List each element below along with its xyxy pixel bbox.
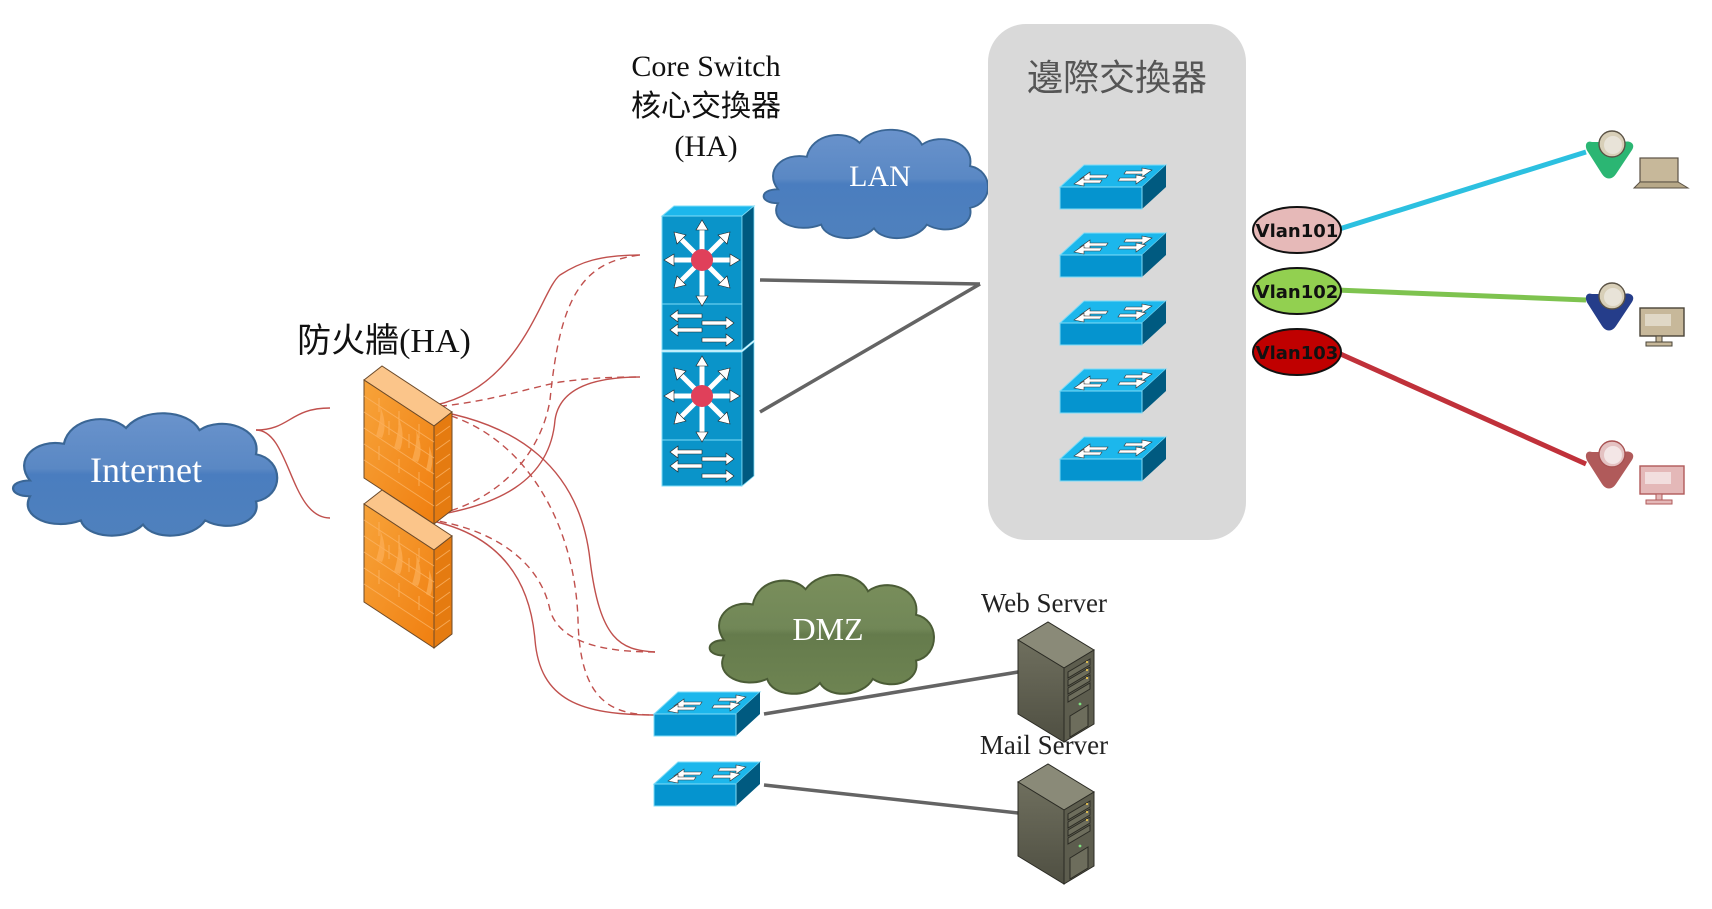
firewall-label: 防火牆(HA) [297,322,471,360]
dmz-switch-2 [653,761,761,807]
edge-switch-group-label: 邊際交換器 [1027,58,1207,99]
core-switch-1 [662,206,754,350]
internet-label: Internet [90,450,202,490]
firewall-links [255,254,656,716]
user-vlan102 [1585,282,1685,347]
link-vlan101-user [1335,149,1587,233]
link-core2-edge [759,282,981,414]
lan-label: LAN [849,160,911,193]
user-vlan101 [1585,130,1690,189]
vlan-102-badge: Vlan102 [1252,267,1342,315]
laptop-icon [1632,157,1690,189]
vlan-103-badge: Vlan103 [1252,328,1342,376]
firewall-links-dashed [415,254,656,716]
link-fw1-dmz2-dashed [415,407,656,716]
core-switch-label-line2: 核心交換器 [631,90,781,123]
vlan-links [1334,149,1588,467]
desktop-icon [1639,465,1685,505]
link-core1-edge [759,278,981,286]
edge-switch-group [988,24,1246,540]
vlan-101-label: Vlan101 [1256,221,1339,242]
vlan-101-badge: Vlan101 [1252,206,1342,254]
link-vlan103-user [1334,349,1588,467]
dmz-switch-1 [653,691,761,737]
mail-server-label: Mail Server [980,730,1108,760]
desktop-icon [1639,307,1685,347]
link-fw2-core1-dashed [415,254,641,519]
link-fw1-dmz1 [415,407,656,653]
uplinks [759,278,1019,815]
link-fw2-dmz1-dashed [415,517,656,653]
dmz-label: DMZ [792,611,863,647]
mail-server [1017,763,1095,885]
link-internet-fw1 [255,407,331,431]
link-internet-fw2 [255,429,331,519]
link-dmz1-web [763,670,1019,716]
core-switch-label-line1: Core Switch [631,50,780,83]
web-server-label: Web Server [981,588,1107,618]
link-dmz2-mail [763,783,1019,815]
link-fw1-core2-dashed [415,376,641,409]
link-fw2-core2 [415,376,641,519]
link-fw1-core1 [415,254,641,409]
web-server [1017,621,1095,743]
vlan-103-label: Vlan103 [1256,343,1339,364]
vlan-102-label: Vlan102 [1256,282,1339,303]
link-vlan102-user [1335,287,1587,303]
core-switch-2 [662,342,754,486]
link-fw2-dmz2 [415,517,656,716]
core-switch-label-line3: (HA) [674,130,737,163]
user-vlan103 [1585,440,1685,505]
